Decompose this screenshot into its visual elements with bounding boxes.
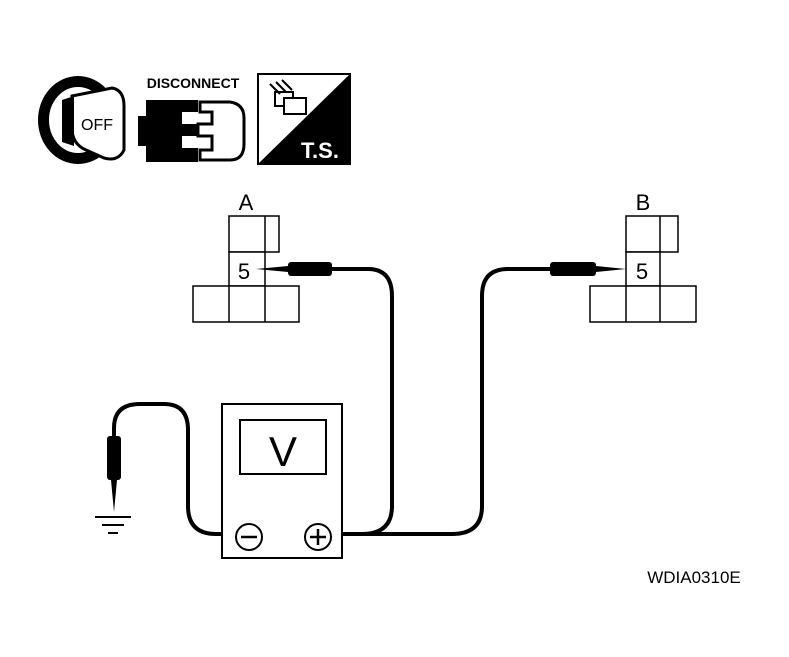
disconnect-icon: DISCONNECT — [138, 75, 246, 162]
figure-id: WDIA0310E — [647, 568, 741, 587]
connector-b: B 5 — [589, 190, 697, 323]
probe-b — [362, 262, 626, 536]
ground-probe — [107, 402, 236, 536]
ignition-off-icon: OFF — [38, 76, 126, 164]
meter-symbol: V — [269, 428, 297, 475]
negative-terminal-icon — [235, 523, 263, 551]
disconnect-label: DISCONNECT — [147, 75, 240, 91]
connector-b-terminal: 5 — [636, 259, 648, 284]
ts-icon: T.S. — [257, 73, 351, 165]
connector-a-label: A — [239, 190, 254, 215]
ignition-off-label: OFF — [81, 117, 113, 134]
ts-label: T.S. — [301, 138, 339, 163]
connector-b-label: B — [636, 190, 651, 215]
connector-a-terminal: 5 — [238, 259, 250, 284]
ground-symbol — [95, 516, 131, 534]
connector-a: A 5 — [192, 190, 300, 323]
positive-terminal-icon — [304, 523, 332, 551]
voltmeter: V — [221, 403, 343, 559]
